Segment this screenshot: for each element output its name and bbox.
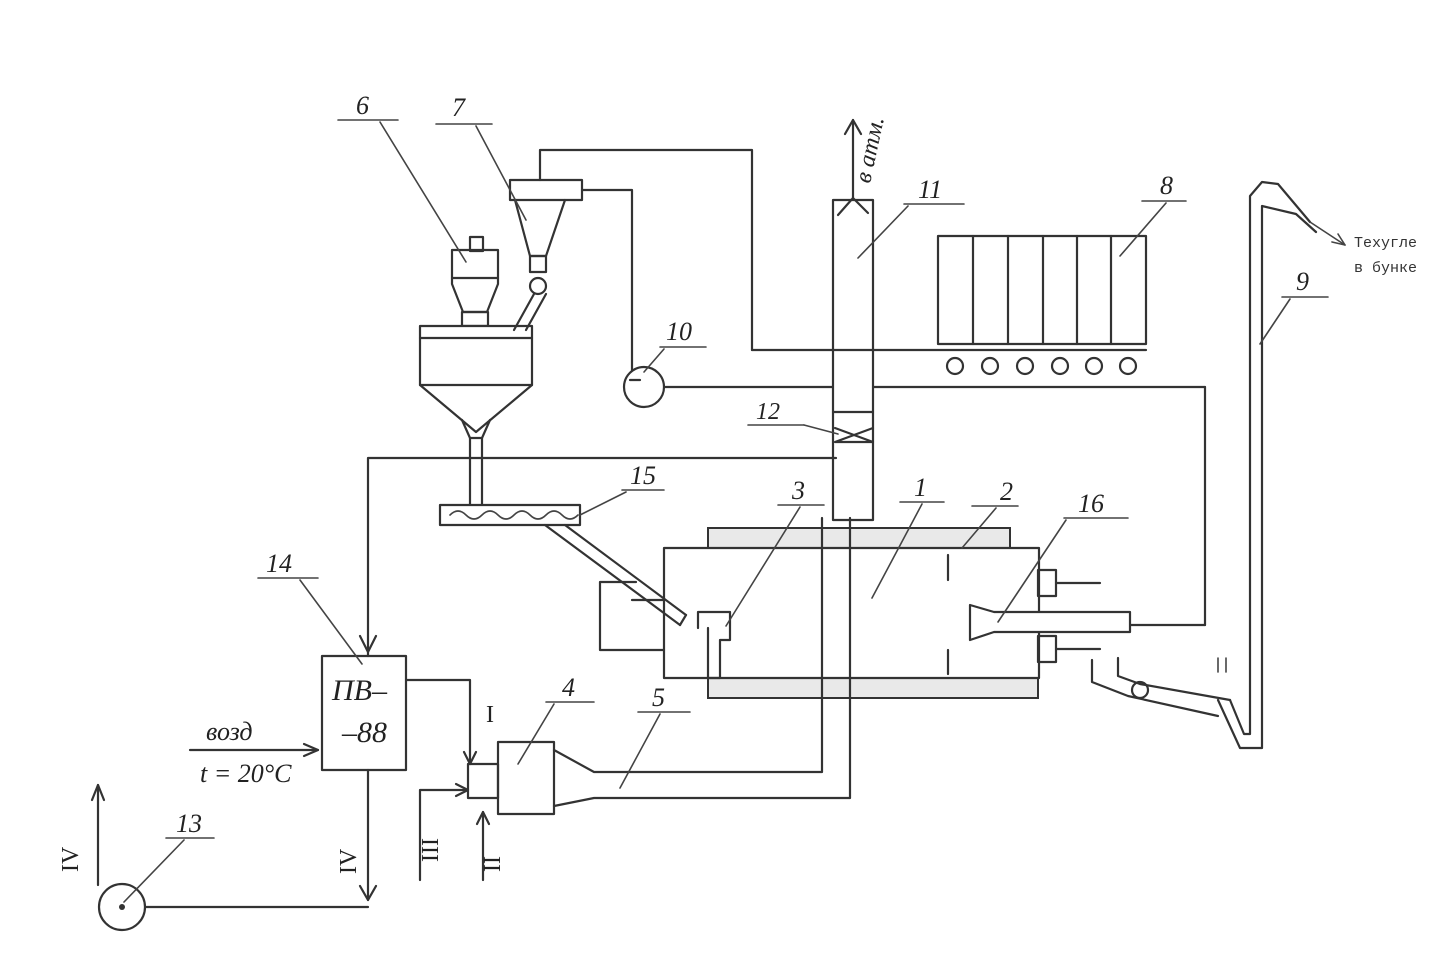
cyclone-6 [450,235,500,328]
stream-IV-left-label: IV [58,846,84,872]
box-14 [188,456,838,902]
label-2: 2 [1000,477,1013,506]
outlet-line1: Техугле [1354,235,1417,252]
fan-13 [90,783,370,932]
hoppers-8 [750,234,1148,376]
leader-lines [123,119,1329,903]
label-9: 9 [1296,267,1309,296]
label-7: 7 [452,93,466,122]
outlet-line2: в бунке [1354,260,1417,277]
stack-11 [831,118,875,522]
stream-III-label: III [418,838,444,862]
label-13: 13 [176,809,202,838]
label-12: 12 [756,399,780,425]
inlet-streams [418,782,491,882]
separator-4 [466,516,852,816]
stream-IV-out-label: IV [336,848,362,874]
stream-I-label: I [486,702,494,728]
air-temp: t = 20°C [200,759,292,788]
elevator-9 [1216,180,1346,750]
label-4: 4 [562,673,575,702]
burner-16 [968,603,1132,642]
label-6: 6 [356,91,369,120]
label-1: 1 [914,473,927,502]
discharge-pipe [1090,656,1232,718]
label-14: 14 [266,549,292,578]
screw-conveyor-15 [438,503,688,627]
air-label: возд [206,717,253,746]
label-16: 16 [1078,489,1104,518]
box-14-line1: ПВ– [331,674,388,707]
bunker [418,324,534,510]
stream-II-label: II [480,856,506,872]
cyclone-7 [508,148,754,372]
label-11: 11 [918,175,942,204]
label-8: 8 [1160,171,1173,200]
element-3 [696,610,732,680]
label-3: 3 [791,476,805,505]
fan-10 [622,365,1207,627]
box-14-line2: –88 [341,716,387,749]
label-15: 15 [630,461,656,490]
label-10: 10 [666,317,692,346]
label-5: 5 [652,683,665,712]
